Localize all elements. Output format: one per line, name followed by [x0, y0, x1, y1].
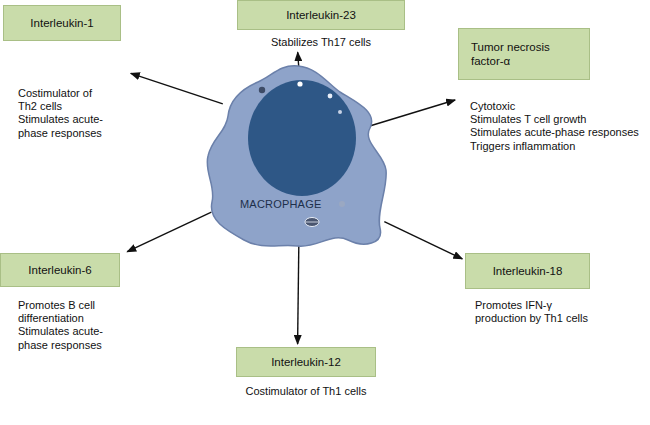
function-text: Triggers inflammation [458, 140, 640, 153]
cytokine-node: Interleukin-18Promotes IFN-γ production … [465, 253, 595, 325]
cytokine-header-box: Interleukin-18 [465, 253, 590, 289]
function-text: Stabilizes Th17 cells [237, 36, 405, 49]
cytokine-node: Interleukin-1Costimulator of Th2 cellsSt… [3, 5, 128, 140]
cytokine-node: Interleukin-6Promotes B cell differentia… [0, 253, 150, 352]
function-text: Costimulator of Th1 cells [236, 385, 376, 398]
function-text: Promotes B cell differentiation [0, 299, 132, 325]
cytokine-header-box: Tumor necrosis factor-α [458, 28, 590, 80]
cell-label: MACROPHAGE [240, 198, 321, 210]
function-text: Promotes IFN-γ production by Th1 cells [465, 299, 595, 325]
function-text: Stimulates acute-phase responses [458, 126, 640, 139]
cytokine-node: Interleukin-23Stabilizes Th17 cells [237, 0, 405, 49]
macrophage-cell: MACROPHAGE [200, 62, 390, 252]
cytokine-header-box: Interleukin-12 [236, 347, 376, 377]
arrow-connector [127, 212, 211, 252]
function-text: Stimulates T cell growth [458, 113, 640, 126]
arrow-connector [384, 222, 462, 259]
cytokine-header-box: Interleukin-6 [0, 253, 120, 287]
cytokine-header-box: Interleukin-1 [3, 5, 121, 41]
arrow-connector [131, 73, 223, 104]
function-text: Costimulator of Th2 cells [3, 87, 103, 113]
function-text: Cytotoxic [458, 100, 640, 113]
macrophage-illustration [200, 62, 390, 252]
cytokine-node: Interleukin-12Costimulator of Th1 cells [236, 347, 376, 398]
cytokine-header-box: Interleukin-23 [237, 0, 405, 30]
cytokine-node: Tumor necrosis factor-αCytotoxicStimulat… [458, 28, 640, 153]
function-text: Stimulates acute-phase responses [0, 325, 132, 351]
function-text: Stimulates acute-phase responses [3, 113, 103, 139]
arrow-connector [298, 246, 299, 344]
arrow-connector [362, 100, 456, 129]
